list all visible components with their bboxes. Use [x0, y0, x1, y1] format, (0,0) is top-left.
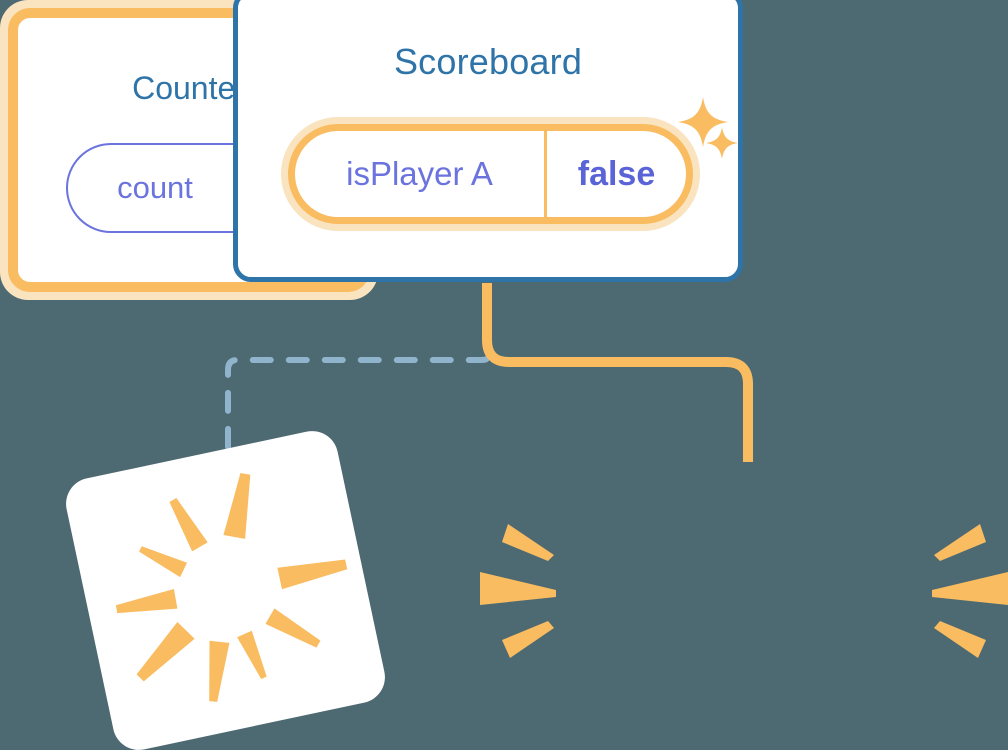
sparkle-small-icon [706, 127, 738, 159]
scoreboard-state-key: isPlayer A [295, 131, 547, 217]
counter-rays-right-icon [932, 524, 1008, 658]
counter-state-key: count [68, 145, 244, 231]
burst-rays-icon [115, 473, 348, 702]
sparkle-icon [678, 97, 728, 147]
scoreboard-title: Scoreboard [393, 41, 583, 82]
scoreboard-state-pill[interactable]: isPlayer A false [281, 117, 700, 231]
scoreboard-card[interactable]: Scoreboard isPlayer A false [233, 0, 743, 282]
counter-card-inner: Counter count 0 [8, 8, 370, 292]
scoreboard-state-pill-inner: isPlayer A false [288, 124, 693, 224]
counter-rays-left-icon [480, 524, 556, 658]
burst-card[interactable] [61, 426, 390, 750]
scoreboard-state-value: false [577, 154, 656, 193]
counter-title: Counter [132, 70, 246, 106]
